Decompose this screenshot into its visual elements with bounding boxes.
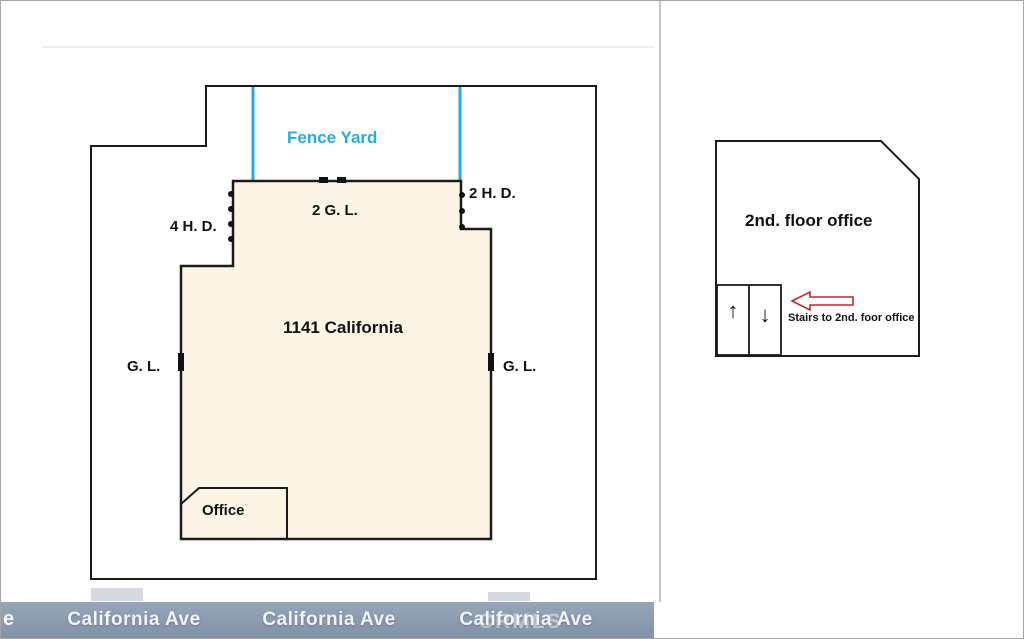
crmls-watermark: CRMLS	[478, 610, 563, 633]
second-floor-outline	[715, 140, 920, 357]
street-name-label: California Ave	[262, 609, 396, 630]
office-room-walls	[180, 487, 288, 539]
stairs-down-arrow-icon: ↓	[759, 302, 771, 327]
partial-letter: e	[3, 608, 15, 630]
second-floor-office-label: 2nd. floor office	[745, 211, 873, 230]
two-gl-label: 2 G. L.	[312, 202, 358, 219]
gl-mark-left	[178, 353, 184, 371]
two-hd-label: 2 H. D.	[469, 185, 516, 202]
door-marks-left	[228, 191, 234, 242]
street-banner: e California Ave California Ave CRMLS Ca…	[1, 602, 654, 638]
street-name-label: California Ave	[67, 609, 201, 630]
stairs-up-arrow-icon: ↑	[727, 298, 739, 323]
building-name-label: 1141 California	[282, 318, 403, 337]
building-footprint	[179, 179, 493, 541]
gate-marks-top	[319, 177, 346, 183]
gl-mark-right	[488, 353, 494, 371]
fence-yard-label: Fence Yard	[287, 128, 378, 147]
stairwell	[716, 284, 782, 356]
stairs-note-label: Stairs to 2nd. foor office	[788, 312, 915, 324]
property-outline	[90, 85, 597, 580]
street-name-label: California Ave	[459, 609, 593, 630]
red-left-arrow-icon	[790, 290, 854, 312]
skyline-blocks	[91, 588, 530, 601]
four-hd-label: 4 H. D.	[170, 218, 217, 235]
door-marks-right	[459, 192, 465, 230]
gl-left-label: G. L.	[127, 358, 161, 375]
gl-right-label: G. L.	[503, 358, 537, 375]
office-label: Office	[202, 502, 245, 519]
